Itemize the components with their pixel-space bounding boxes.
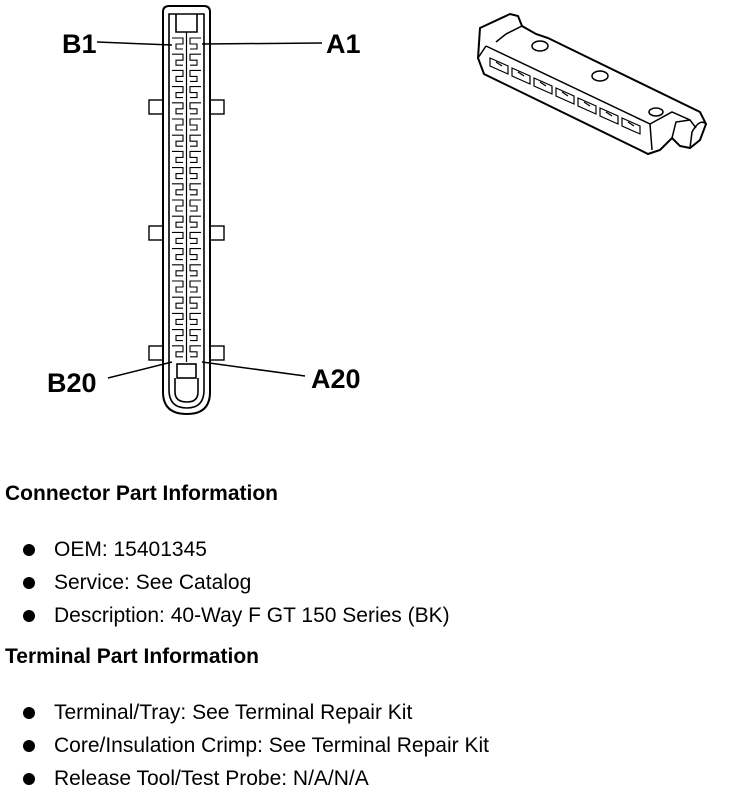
terminal-cavity [172, 329, 184, 342]
pin-label-a20: A20 [311, 364, 361, 394]
terminal-cavity [189, 134, 201, 147]
terminal-cavity [189, 248, 201, 261]
pin-label-b1: B1 [62, 29, 97, 59]
bullet-icon [23, 610, 35, 622]
connector-oem: OEM: 15401345 [54, 538, 207, 561]
terminal-cavity [172, 248, 184, 261]
connector-isometric-view [476, 12, 708, 156]
list-item: Release Tool/Test Probe: N/A/N/A [20, 767, 489, 800]
terminal-cavity [189, 53, 201, 66]
terminal-cavity [189, 102, 201, 115]
terminal-crimp: Core/Insulation Crimp: See Terminal Repa… [54, 734, 489, 757]
connector-face-view [148, 5, 225, 416]
terminal-cavity [172, 118, 184, 131]
terminal-cavity [172, 86, 184, 99]
list-item: Core/Insulation Crimp: See Terminal Repa… [20, 734, 489, 767]
bullet-icon [23, 773, 35, 785]
terminal-cavity [172, 264, 184, 277]
connector-service: Service: See Catalog [54, 571, 252, 594]
pin-label-a1: A1 [326, 29, 361, 59]
connector-diagram: B1 A1 B20 A20 [47, 5, 708, 416]
terminal-cavity [172, 296, 184, 309]
connector-info-list: OEM: 15401345 Service: See Catalog Descr… [20, 538, 450, 637]
terminal-cavity [189, 86, 201, 99]
terminal-cavity [172, 199, 184, 212]
terminal-release-tool: Release Tool/Test Probe: N/A/N/A [54, 767, 369, 790]
terminal-cavity [189, 118, 201, 131]
terminal-info-heading: Terminal Part Information [5, 645, 259, 668]
terminal-cavity [189, 69, 201, 82]
terminal-cavity [172, 183, 184, 196]
terminal-cavity [189, 37, 201, 50]
bullet-icon [23, 707, 35, 719]
bullet-icon [23, 740, 35, 752]
list-item: Description: 40-Way F GT 150 Series (BK) [20, 604, 450, 637]
list-item: Terminal/Tray: See Terminal Repair Kit [20, 701, 489, 734]
terminal-cavity [172, 37, 184, 50]
pin-label-b20: B20 [47, 368, 97, 398]
list-item: Service: See Catalog [20, 571, 450, 604]
terminal-cavity [172, 215, 184, 228]
terminal-cavity [172, 345, 184, 358]
terminal-cavity [189, 199, 201, 212]
terminal-cavity [172, 280, 184, 293]
terminal-cavity [189, 183, 201, 196]
terminal-cavity [189, 345, 201, 358]
terminal-cavity [189, 167, 201, 180]
list-item: OEM: 15401345 [20, 538, 450, 571]
terminal-cavity [189, 312, 201, 325]
terminal-info-list: Terminal/Tray: See Terminal Repair Kit C… [20, 701, 489, 800]
terminal-cavity [172, 134, 184, 147]
connector-description: Description: 40-Way F GT 150 Series (BK) [54, 604, 450, 627]
terminal-cavity [189, 296, 201, 309]
terminal-cavity [172, 53, 184, 66]
terminal-cavity [172, 312, 184, 325]
terminal-cavity [189, 264, 201, 277]
bullet-icon [23, 577, 35, 589]
terminal-cavity [172, 150, 184, 163]
terminal-cavity [189, 150, 201, 163]
terminal-cavity [172, 231, 184, 244]
terminal-cavity [189, 215, 201, 228]
terminal-cavity [189, 231, 201, 244]
pin-leader-lines [96, 41, 323, 379]
terminal-tray: Terminal/Tray: See Terminal Repair Kit [54, 701, 413, 724]
terminal-cavity [172, 167, 184, 180]
terminal-cavity [172, 102, 184, 115]
terminal-cavity [189, 280, 201, 293]
bullet-icon [23, 544, 35, 556]
connector-info-heading: Connector Part Information [5, 482, 279, 505]
terminal-cavity [189, 329, 201, 342]
terminal-cavity [172, 69, 184, 82]
